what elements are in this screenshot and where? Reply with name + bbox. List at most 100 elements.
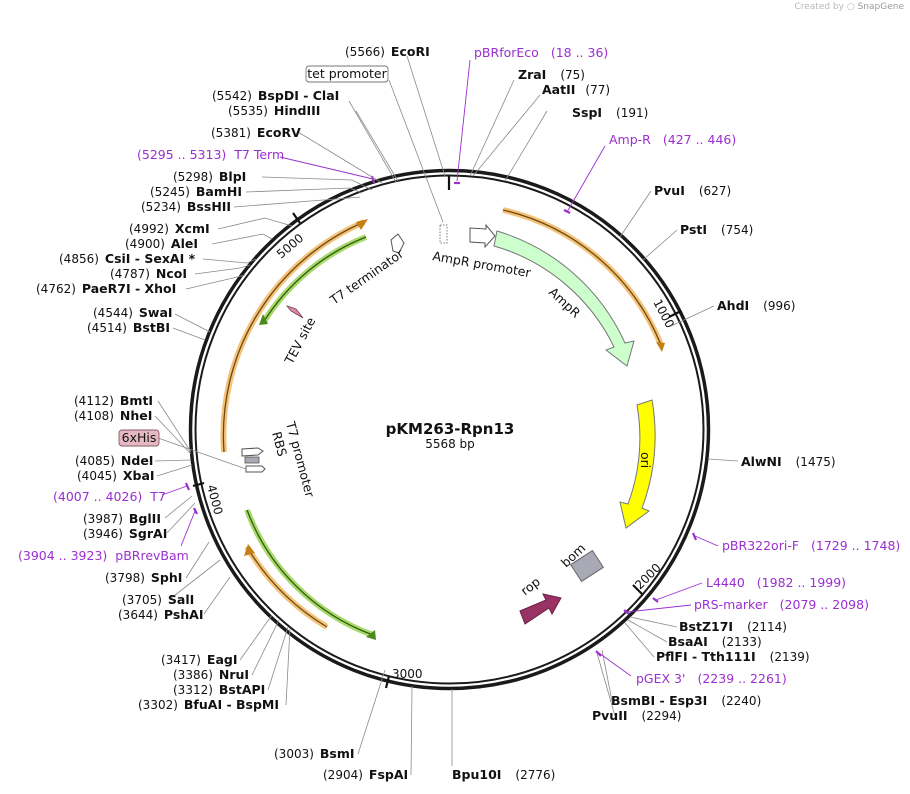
site-bspmi-name: BfuAI - BspMI xyxy=(184,697,279,712)
connector-6xhis xyxy=(157,437,247,470)
primer-connector-prs xyxy=(626,604,692,613)
connector-hindiii xyxy=(355,110,399,182)
site-bmti-name: BmtI xyxy=(120,393,153,408)
feature-label-rbs: RBS xyxy=(269,430,290,458)
site-bstz17i-name: BstZ17I xyxy=(679,619,733,634)
primer-ampr-name: Amp-R xyxy=(609,132,651,147)
connector-bstz17i xyxy=(629,616,678,628)
connector-bsmbi xyxy=(601,649,613,702)
site-pshai-name: PshAI xyxy=(164,607,204,622)
site-pvui-num: (627) xyxy=(699,184,731,198)
primer-pbrrevbam-name: pBRrevBam xyxy=(115,548,189,563)
site-nrui: (3386)NruI xyxy=(173,667,249,682)
primer-connector-t7term xyxy=(279,156,374,180)
t7-terminator-arrow xyxy=(390,233,405,254)
site-ndei: (4085)NdeI xyxy=(75,453,153,468)
site-xbai-num: (4045) xyxy=(77,469,117,483)
site-pshai: (3644)PshAI xyxy=(118,607,204,622)
connector-tet-promoter xyxy=(388,79,444,223)
tick-marks xyxy=(192,176,682,689)
site-hindiii-num: (5535) xyxy=(228,104,268,118)
tev-site-mark xyxy=(285,305,304,319)
site-hindiii: (5535) HindIII xyxy=(228,103,320,118)
orf-left-arrow xyxy=(356,219,368,230)
primer-labels: pBRforEco(18 .. 36) Amp-R(427 .. 446) pB… xyxy=(18,45,900,686)
primer-pbrrevbam: (3904 .. 3923)pBRrevBam xyxy=(18,548,189,563)
connector-bmti xyxy=(157,400,192,453)
site-sexai-name: CsiI - SexAI * xyxy=(105,251,196,266)
backbone xyxy=(188,168,711,691)
primer-mark-t7 xyxy=(184,482,191,491)
site-zrai: ZraI(75) xyxy=(518,67,585,82)
site-bstbi: (4514)BstBI xyxy=(87,320,170,335)
connector-blpi xyxy=(261,176,373,191)
plasmid-name: pKM263-Rpn13 xyxy=(386,420,515,438)
connector-aatii xyxy=(472,94,541,177)
site-alwni-name: AlwNI xyxy=(741,454,782,469)
site-bstapi-name: BstAPI xyxy=(219,682,265,697)
snapgene-logo-icon: ○ xyxy=(846,2,855,12)
site-aatii-name: AatII xyxy=(542,82,575,97)
connector-swai xyxy=(174,313,211,333)
connector-sexai xyxy=(202,258,257,264)
connector-sphi xyxy=(185,541,210,579)
orf-green-upper-arrow xyxy=(259,314,268,325)
site-ncoi: (4787)NcoI xyxy=(110,266,187,281)
site-nrui-num: (3386) xyxy=(173,668,213,682)
site-sphi-name: SphI xyxy=(151,570,183,585)
site-alei-num: (4900) xyxy=(125,237,165,251)
primer-l4440: L4440(1982 .. 1999) xyxy=(706,575,846,590)
primer-t7term: (5295 .. 5313)T7 Term xyxy=(137,147,284,162)
site-bsmbi: BsmBI - Esp3I(2240) xyxy=(611,693,761,708)
ori-arrow xyxy=(619,399,656,529)
primer-connector-l4440 xyxy=(655,582,703,601)
site-bsaai-name: BsaAI xyxy=(668,634,708,649)
site-pvui-name: PvuI xyxy=(654,183,685,198)
site-swai-name: SwaI xyxy=(139,305,173,320)
primer-pbr322ori-name: pBR322ori-F xyxy=(722,538,799,553)
tick-3000 xyxy=(384,675,391,689)
site-bsmi-name: BsmI xyxy=(320,746,355,761)
tick-5000 xyxy=(292,212,301,224)
site-xhoi-num: (4762) xyxy=(36,282,76,296)
connector-bstapi xyxy=(267,626,289,691)
site-bglii-name: BglII xyxy=(129,511,161,526)
site-bsshii-name: BssHII xyxy=(187,199,231,214)
site-sspi-name: SspI xyxy=(572,105,602,120)
site-ecori-name: EcoRI xyxy=(391,44,430,59)
site-bglii-num: (3987) xyxy=(83,512,123,526)
primer-connector-pbrforeco xyxy=(456,59,471,182)
primer-mark-pbrrevbam xyxy=(193,507,198,515)
site-alei: (4900) AleI xyxy=(125,236,198,251)
site-bsmi: (3003)BsmI xyxy=(274,746,355,761)
site-blpi: (5298)BlpI xyxy=(173,169,246,184)
site-bpu10i-num: (2776) xyxy=(515,768,555,782)
primer-pbr322ori-range: (1729 .. 1748) xyxy=(811,538,900,553)
site-sali: (3705)SalI xyxy=(122,592,194,607)
site-bamhi-name: BamHI xyxy=(196,184,242,199)
tick-label-4000: 4000 xyxy=(204,483,225,516)
site-bglii: (3987) BglII xyxy=(83,511,161,526)
feature-label-t7-promoter: T7 promoter xyxy=(283,419,318,500)
site-hindiii-name: HindIII xyxy=(274,103,321,118)
primer-prs-name: pRS-marker xyxy=(694,597,769,612)
site-alei-name: AleI xyxy=(171,236,198,251)
site-ecorv-name: EcoRV xyxy=(257,125,301,140)
site-pflfi-num: (2139) xyxy=(770,650,810,664)
site-zrai-num: (75) xyxy=(560,68,585,82)
site-sexai: (4856)CsiI - SexAI * xyxy=(59,251,196,266)
site-sgrai-name: SgrAI xyxy=(129,526,167,541)
backbone-inner-ring xyxy=(194,174,705,685)
site-bsshii: (5234)BssHII xyxy=(141,199,231,214)
orf-arcs xyxy=(220,207,665,630)
site-pvui: PvuI (627) xyxy=(654,183,731,198)
primer-pbr322ori: pBR322ori-F (1729 .. 1748) xyxy=(722,538,900,553)
connector-xhoi xyxy=(185,274,246,290)
connector-ndei xyxy=(154,459,192,462)
site-blpi-num: (5298) xyxy=(173,170,213,184)
connector-psti xyxy=(642,229,678,261)
site-bpu10i: Bpu10I(2776) xyxy=(452,767,555,782)
connector-xbai xyxy=(156,464,193,477)
connector-bglii xyxy=(164,495,193,519)
primer-prs: pRS-marker(2079 .. 2098) xyxy=(694,597,869,612)
